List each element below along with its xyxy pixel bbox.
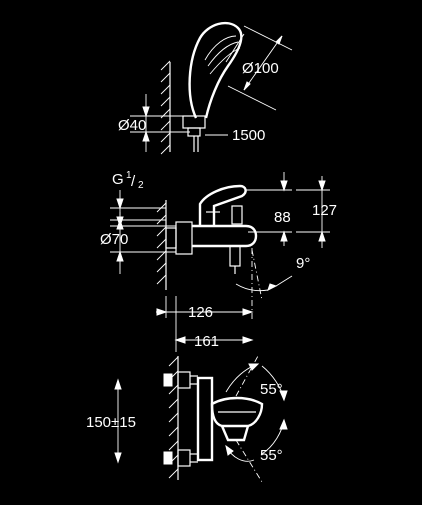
projection-total-label: 161 [194,333,219,350]
dim-spout-angle: 9° [235,248,310,322]
dim-hose-length: 1500 [205,127,265,144]
thread-num-label: 1 [126,170,132,181]
wall-shower [160,60,171,155]
dim-projection-126: 126 [156,296,254,352]
angle-top-label: 55° [260,381,283,398]
thread-slash: / [131,173,136,190]
dim-projection-161: 161 [174,333,254,350]
hose-length-label: 1500 [232,127,265,144]
centre-distance-label: 150±15 [86,414,136,431]
dim-angle-top: 55° [225,355,288,402]
spout-angle-label: 9° [296,255,310,272]
dim-centre-distance: 150±15 [86,378,136,464]
wall-side [156,200,167,290]
height-small-label: 88 [274,209,291,226]
mixer-front-body [196,376,264,462]
front-view-section: 150±15 55° 55° [86,355,288,483]
dim-holder-diameter: Ø40 [118,94,190,152]
height-total-label: 127 [312,202,337,219]
thread-den-label: 2 [138,180,144,191]
thread-main-label: G [112,171,124,188]
projection-spout-label: 126 [188,304,213,321]
front-connections [163,371,198,467]
dim-height-88: 88 [246,172,292,246]
shower-holder [182,115,206,152]
dim-head-diameter: Ø100 [227,25,293,111]
shower-head [188,21,245,119]
hand-shower-section: Ø100 Ø40 1500 [118,21,293,155]
dim-rosette-diameter: Ø70 [100,212,176,274]
head-diameter-label: Ø100 [242,60,279,77]
dim-angle-bottom: 55° [225,418,288,483]
holder-diameter-label: Ø40 [118,117,146,134]
angle-bottom-label: 55° [260,447,283,464]
rosette-diameter-label: Ø70 [100,231,128,248]
side-view-section: G 1 / 2 Ø70 88 [100,170,337,352]
dim-height-127: 127 [296,176,337,248]
mixer-side-body [165,184,258,274]
